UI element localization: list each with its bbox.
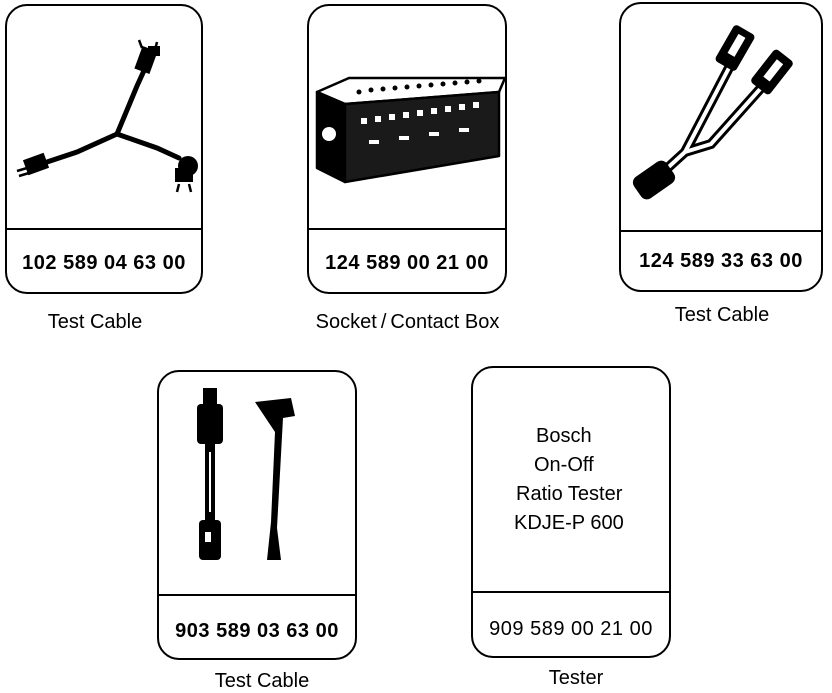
tester-description-line-3: Ratio Tester (516, 483, 623, 505)
tool-card-test-cable-4: 903 589 03 63 00 (157, 370, 357, 660)
tool-card-test-cable-3: 124 589 33 63 00 (619, 2, 823, 292)
caption-label: Tester (548, 667, 604, 689)
card-divider (473, 591, 669, 593)
tester-description-line-2: On-Off (534, 454, 594, 476)
tool-card-socket-contact-box: 124 589 00 21 00 (307, 4, 507, 294)
caption-label: Test Cable (214, 670, 310, 692)
caption-label: Test Cable (674, 304, 770, 326)
part-number: 102 589 04 63 00 (22, 252, 186, 274)
socket-contact-box-illustration (315, 76, 507, 184)
card-divider (7, 228, 201, 230)
tool-card-test-cable-1: 102 589 04 63 00 (5, 4, 203, 294)
y-test-cable-illustration (16, 39, 198, 193)
card-divider (621, 230, 821, 232)
part-number: 903 589 03 63 00 (175, 620, 339, 642)
dual-probe-test-cable-illustration (632, 25, 793, 200)
part-number: 124 589 00 21 00 (325, 252, 489, 274)
caption-label: Socket / Contact Box (315, 311, 500, 333)
part-number: 124 589 33 63 00 (639, 250, 803, 272)
card-divider (159, 594, 355, 596)
caption-label: Test Cable (47, 311, 143, 333)
tool-card-tester: Bosch On-Off Ratio Tester KDJE-P 600 909… (471, 366, 671, 658)
short-test-cables-illustration (197, 388, 295, 560)
part-number: 909 589 00 21 00 (489, 618, 653, 640)
card-divider (309, 228, 505, 230)
tester-description-line-4: KDJE-P 600 (514, 512, 624, 534)
tester-description-line-1: Bosch (536, 425, 592, 447)
